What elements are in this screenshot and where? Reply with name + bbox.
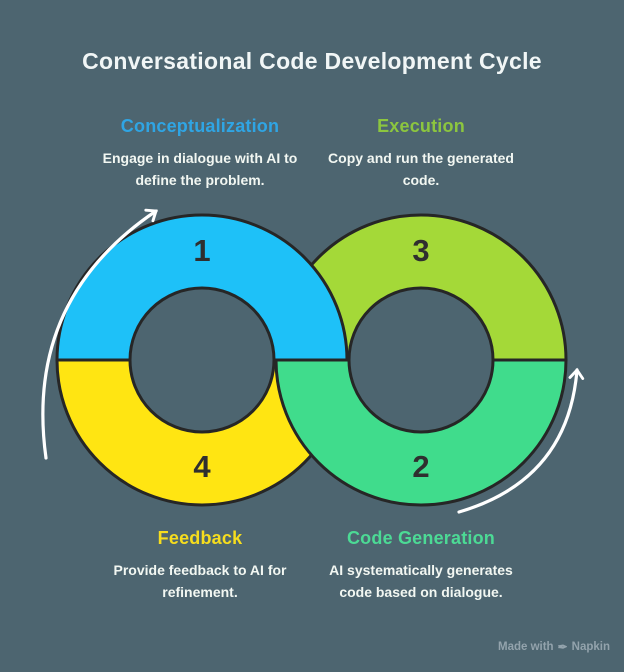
step-description-feedback: Provide feedback to AI for refinement. bbox=[113, 562, 287, 600]
step-label-execution: Execution bbox=[377, 116, 465, 136]
step-label-feedback: Feedback bbox=[157, 528, 243, 548]
segment-code-generation bbox=[274, 358, 568, 507]
step-number-2: 2 bbox=[412, 449, 429, 484]
step-number-4: 4 bbox=[193, 449, 211, 484]
step-label-code-generation: Code Generation bbox=[346, 528, 496, 548]
step-description-code-generation: AI systematically generates code based o… bbox=[329, 562, 513, 600]
napkin-watermark: Made with ✒ Napkin bbox=[498, 640, 610, 654]
napkin-pen-icon: ✒ bbox=[557, 640, 568, 654]
label-block-feedback: Feedback Provide feedback to AI for refi… bbox=[78, 528, 322, 603]
curved-arrow-up-right-icon bbox=[457, 367, 585, 514]
diagram-title: Conversational Code Development Cycle bbox=[82, 48, 542, 74]
curved-arrow-up-left-icon bbox=[41, 208, 158, 460]
step-number-3: 3 bbox=[412, 233, 429, 268]
segment-execution bbox=[274, 213, 568, 362]
step-description-conceptualization: Engage in dialogue with AI to define the… bbox=[102, 150, 298, 188]
label-block-code-generation: Code Generation AI systematically genera… bbox=[299, 528, 543, 603]
step-label-conceptualization: Conceptualization bbox=[120, 116, 280, 136]
watermark-brand-text: Napkin bbox=[571, 641, 610, 653]
step-description-execution: Copy and run the generated code. bbox=[328, 150, 514, 188]
watermark-made-with-text: Made with bbox=[498, 641, 554, 653]
step-number-1: 1 bbox=[193, 233, 210, 268]
label-block-execution: Execution Copy and run the generated cod… bbox=[299, 116, 543, 191]
label-block-conceptualization: Conceptualization Engage in dialogue wit… bbox=[78, 116, 322, 191]
